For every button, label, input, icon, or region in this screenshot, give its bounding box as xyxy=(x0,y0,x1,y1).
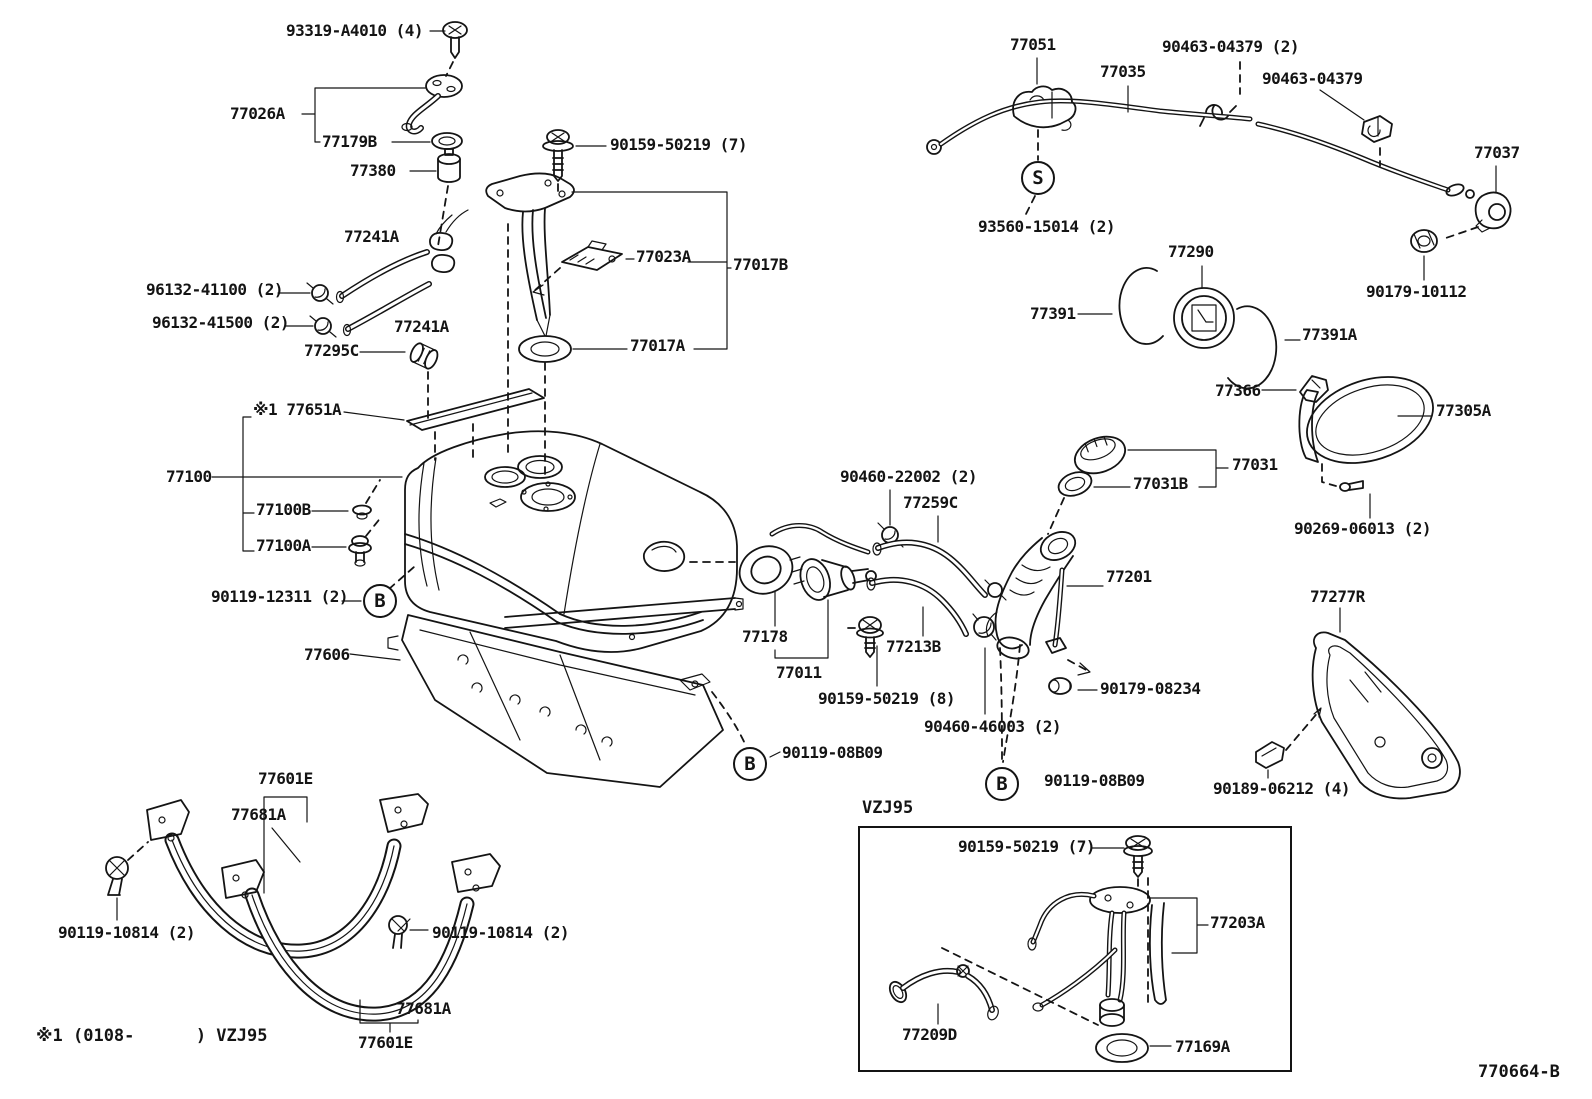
part-label-77305a: 77305A xyxy=(1436,401,1491,420)
part-label-77213b: 77213B xyxy=(886,637,941,656)
valve-hose-cluster xyxy=(738,489,1007,763)
part-label-77017b: 77017B xyxy=(733,255,788,274)
part-label-77241a-1: 77241A xyxy=(344,227,399,246)
part-label-77380: 77380 xyxy=(350,161,396,180)
part-label-77023a: 77023A xyxy=(636,247,691,266)
part-label-93319-a4010: 93319-A4010 (4) xyxy=(286,21,424,40)
part-label-90119-08b09-l: 90119-08B09 xyxy=(782,743,883,762)
part-label-90179-10112: 90179-10112 xyxy=(1366,282,1467,301)
part-label-90119-10814-r: 90119-10814 (2) xyxy=(432,923,570,942)
part-label-77366: 77366 xyxy=(1215,381,1261,400)
inset-vzj95-art xyxy=(888,835,1209,1063)
fuel-tank xyxy=(211,416,744,653)
part-label-77031b: 77031B xyxy=(1133,474,1188,493)
part-label-90159-50219-8: 90159-50219 (8) xyxy=(818,689,956,708)
part-label-77100a: 77100A xyxy=(256,536,311,555)
part-label-90463-04379-2: 90463-04379 (2) xyxy=(1162,37,1300,56)
part-label-77241a-2: 77241A xyxy=(394,317,449,336)
part-label-77017a: 77017A xyxy=(630,336,685,355)
part-label-96132-41100: 96132-41100 (2) xyxy=(146,280,284,299)
tank-protector-strip xyxy=(343,388,545,461)
circled-mark-b-mark-2: B xyxy=(733,747,767,781)
lid-control-cable xyxy=(926,57,1512,240)
doc-number: 770664-B xyxy=(1478,1062,1560,1082)
fuel-door-parts xyxy=(1077,229,1438,519)
part-label-77169a: 77169A xyxy=(1175,1037,1230,1056)
part-label-93560-15014: 93560-15014 (2) xyxy=(978,217,1116,236)
part-label-77100b: 77100B xyxy=(256,500,311,519)
footnote: ※1 (0108- ) VZJ95 xyxy=(36,1026,268,1046)
part-label-90460-46003: 90460-46003 (2) xyxy=(924,717,1062,736)
part-label-77651a: ※1 77651A xyxy=(253,400,342,419)
part-label-77209d: 77209D xyxy=(902,1025,957,1044)
inset-box-vzj95 xyxy=(858,826,1292,1072)
part-label-77031: 77031 xyxy=(1232,455,1278,474)
part-label-77606: 77606 xyxy=(304,645,350,664)
part-label-77201: 77201 xyxy=(1106,567,1152,586)
tank-shield xyxy=(349,614,781,788)
breather-hoses xyxy=(277,209,469,419)
filler-pipe-and-cap xyxy=(985,435,1229,763)
part-label-90159-50219-7-inset: 90159-50219 (7) xyxy=(958,837,1096,856)
part-label-77179b: 77179B xyxy=(322,132,377,151)
part-label-90119-12311: 90119-12311 (2) xyxy=(211,587,349,606)
part-label-90179-08234: 90179-08234 xyxy=(1100,679,1201,698)
part-label-77100: 77100 xyxy=(166,467,212,486)
part-label-77259c: 77259C xyxy=(903,493,958,512)
part-label-77035: 77035 xyxy=(1100,62,1146,81)
protector-77277r xyxy=(1255,607,1461,800)
part-label-90460-22002: 90460-22002 (2) xyxy=(840,467,978,486)
part-label-90159-50219-7-top: 90159-50219 (7) xyxy=(610,135,748,154)
circled-mark-b-mark-3: B xyxy=(985,767,1019,801)
part-label-90119-10814-l: 90119-10814 (2) xyxy=(58,923,196,942)
tank-straps xyxy=(105,793,501,1033)
part-label-90269-06013: 90269-06013 (2) xyxy=(1294,519,1432,538)
part-label-77295c: 77295C xyxy=(304,341,359,360)
part-label-77277r: 77277R xyxy=(1310,587,1365,606)
fuel-suction-support-assy xyxy=(301,21,468,247)
fuel-sender-tube-set xyxy=(472,129,732,481)
part-label-77601e-bot: 77601E xyxy=(358,1033,413,1052)
part-label-77681a-top: 77681A xyxy=(231,805,286,824)
part-label-77290: 77290 xyxy=(1168,242,1214,261)
part-label-77037: 77037 xyxy=(1474,143,1520,162)
circled-mark-b-mark-1: B xyxy=(363,584,397,618)
part-label-77011: 77011 xyxy=(776,663,822,682)
part-label-77681a-bot: 77681A xyxy=(396,999,451,1018)
part-label-77391a: 77391A xyxy=(1302,325,1357,344)
part-label-90189-06212: 90189-06212 (4) xyxy=(1213,779,1351,798)
part-label-90119-08b09-r: 90119-08B09 xyxy=(1044,771,1145,790)
part-label-77026a: 77026A xyxy=(230,104,285,123)
part-label-77178: 77178 xyxy=(742,627,788,646)
inset-title: VZJ95 xyxy=(862,798,914,818)
circled-mark-s-mark: S xyxy=(1021,161,1055,195)
part-label-96132-41500: 96132-41500 (2) xyxy=(152,313,290,332)
part-label-77203a: 77203A xyxy=(1210,913,1265,932)
part-label-77391: 77391 xyxy=(1030,304,1076,323)
part-label-90463-04379: 90463-04379 xyxy=(1262,69,1363,88)
part-label-77601e-top: 77601E xyxy=(258,769,313,788)
part-label-77051: 77051 xyxy=(1010,35,1056,54)
